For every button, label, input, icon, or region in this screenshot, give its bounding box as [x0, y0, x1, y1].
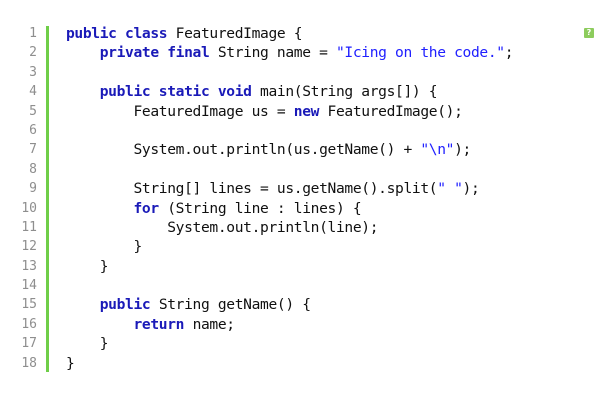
line-number: 10: [21, 200, 37, 216]
code-text: String[] lines = us.getName().split(" ")…: [66, 179, 479, 198]
code-token: String getName() {: [158, 296, 311, 314]
code-token: (String line : lines) {: [167, 199, 362, 217]
code-token: );: [462, 180, 480, 198]
keyword-token: public class: [66, 25, 176, 42]
gutter-accent-bar: [46, 26, 49, 372]
line-number: 18: [21, 355, 37, 371]
code-token: [66, 44, 100, 61]
line-number: 8: [29, 161, 37, 177]
line-number: 6: [29, 122, 37, 138]
line-number: 9: [29, 181, 37, 197]
keyword-token: public static void: [99, 83, 261, 101]
code-text: public static void main(String args[]) {: [66, 82, 438, 101]
code-token: [66, 296, 100, 313]
line-number: 15: [21, 297, 37, 313]
code-text: return name;: [66, 315, 236, 334]
line-number: 17: [21, 336, 37, 352]
keyword-token: return: [133, 315, 193, 333]
line-number: 16: [21, 316, 37, 332]
code-token: String name =: [217, 44, 336, 62]
code-text: }: [66, 354, 75, 373]
code-token: FeaturedImage {: [175, 25, 303, 42]
line-number: 3: [29, 64, 37, 80]
code-token: );: [454, 141, 471, 159]
code-text: public String getName() {: [66, 295, 311, 314]
code-token: String[] lines = us.getName().split(: [66, 180, 438, 198]
code-token: System.out.println(us.getName() +: [66, 141, 421, 159]
code-token: }: [66, 335, 109, 353]
code-token: [66, 83, 100, 100]
string-token: "\n": [420, 141, 455, 159]
line-number: 14: [21, 278, 37, 294]
keyword-token: private final: [99, 44, 218, 62]
line-number: 4: [29, 84, 37, 100]
code-token: [66, 200, 134, 217]
code-text: public class FeaturedImage {: [66, 24, 303, 43]
code-token: System.out.println(line);: [66, 218, 379, 236]
line-number: 7: [29, 142, 37, 158]
code-token: FeaturedImage();: [327, 102, 463, 120]
code-token: }: [66, 257, 109, 275]
keyword-token: new: [293, 102, 328, 120]
code-text: }: [66, 257, 109, 276]
code-text: System.out.println(line);: [66, 218, 378, 237]
code-token: name;: [192, 315, 236, 333]
code-token: [66, 316, 134, 333]
code-text: FeaturedImage us = new FeaturedImage();: [66, 102, 463, 121]
string-token: " ": [437, 180, 463, 198]
code-token: }: [66, 238, 142, 256]
keyword-token: for: [133, 199, 168, 217]
code-text: for (String line : lines) {: [66, 199, 362, 218]
line-number: 1: [29, 26, 37, 41]
line-number: 13: [21, 258, 37, 274]
code-token: ;: [504, 44, 514, 62]
code-token: }: [66, 354, 75, 372]
code-token: FeaturedImage us =: [66, 102, 294, 120]
line-number: 5: [29, 103, 37, 119]
line-number: 11: [21, 219, 37, 235]
line-number: 12: [21, 239, 37, 255]
line-number: 2: [29, 45, 37, 61]
string-token: "Icing on the code.": [335, 44, 505, 62]
code-token: main(String args[]) {: [260, 83, 438, 101]
help-icon[interactable]: ?: [584, 28, 594, 38]
code-text: System.out.println(us.getName() + "\n");: [66, 140, 471, 159]
code-text: }: [66, 237, 142, 256]
code-text: private final String name = "Icing on th…: [66, 43, 514, 62]
keyword-token: public: [99, 296, 159, 314]
code-text: }: [66, 334, 109, 353]
